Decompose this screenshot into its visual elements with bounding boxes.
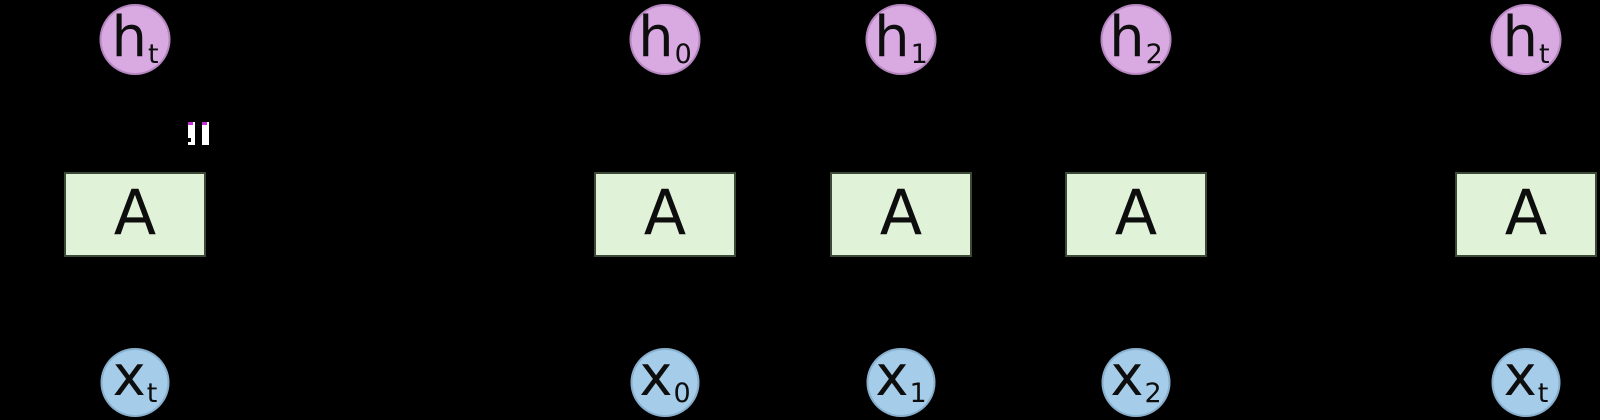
hidden-state-node: h 2 bbox=[1100, 4, 1172, 75]
unrolled-column-1: h 1 A x 1 bbox=[830, 0, 972, 420]
cell-label: A bbox=[1114, 175, 1158, 249]
label-base: h bbox=[111, 4, 147, 70]
input-node: x 0 bbox=[630, 343, 700, 417]
label-base: x bbox=[1110, 343, 1144, 409]
label-base: x bbox=[639, 343, 673, 409]
input-label: x 2 bbox=[1110, 343, 1162, 409]
label-subscript: t bbox=[1537, 377, 1549, 409]
input-label: x 0 bbox=[639, 343, 691, 409]
label-subscript: 1 bbox=[910, 38, 928, 70]
cell-label: A bbox=[879, 175, 923, 249]
label-base: x bbox=[1503, 343, 1537, 409]
hidden-state-label: h 1 bbox=[874, 4, 928, 70]
input-label: x 1 bbox=[875, 343, 927, 409]
unrolled-column-t: h t A x t bbox=[1455, 0, 1597, 420]
label-base: x bbox=[112, 343, 146, 409]
label-subscript: t bbox=[146, 377, 158, 409]
hidden-state-node: h 1 bbox=[865, 4, 937, 75]
cell-label: A bbox=[113, 175, 157, 249]
label-base: h bbox=[638, 4, 674, 70]
rnn-cell-box: A bbox=[830, 172, 972, 257]
input-label: x t bbox=[112, 343, 158, 409]
cell-label: A bbox=[643, 175, 687, 249]
label-subscript: 2 bbox=[1144, 377, 1162, 409]
rnn-cell-box: A bbox=[1065, 172, 1207, 257]
hidden-state-label: h 2 bbox=[1109, 4, 1163, 70]
cell-label: A bbox=[1504, 175, 1548, 249]
label-subscript: 0 bbox=[673, 377, 691, 409]
label-subscript: 0 bbox=[674, 38, 692, 70]
label-base: h bbox=[1109, 4, 1145, 70]
label-base: x bbox=[875, 343, 909, 409]
unrolled-column-2: h 2 A x 2 bbox=[1065, 0, 1207, 420]
rnn-cell-box: A bbox=[594, 172, 736, 257]
hidden-state-node: h t bbox=[1490, 4, 1562, 75]
rolled-rnn-cell: h t A x t bbox=[64, 0, 209, 420]
input-node: x t bbox=[1491, 343, 1561, 417]
label-subscript: 2 bbox=[1145, 38, 1163, 70]
hidden-state-node: h t bbox=[99, 4, 171, 75]
label-subscript: t bbox=[147, 38, 159, 70]
input-node: x t bbox=[100, 343, 170, 417]
input-node: x 1 bbox=[866, 343, 936, 417]
label-subscript: 1 bbox=[909, 377, 927, 409]
artifact-bar bbox=[202, 122, 209, 145]
rnn-cell-box: A bbox=[64, 172, 206, 257]
label-base: h bbox=[1502, 4, 1538, 70]
input-label: x t bbox=[1503, 343, 1549, 409]
label-subscript: t bbox=[1538, 38, 1550, 70]
unrolled-column-0: h 0 A x 0 bbox=[594, 0, 736, 420]
arrow-halo-artifact bbox=[188, 122, 210, 145]
artifact-bar bbox=[188, 122, 195, 145]
hidden-state-label: h t bbox=[1502, 4, 1550, 70]
rnn-cell-box: A bbox=[1455, 172, 1597, 257]
hidden-state-label: h 0 bbox=[638, 4, 692, 70]
hidden-state-label: h t bbox=[111, 4, 159, 70]
input-node: x 2 bbox=[1101, 343, 1171, 417]
hidden-state-node: h 0 bbox=[629, 4, 701, 75]
label-base: h bbox=[874, 4, 910, 70]
